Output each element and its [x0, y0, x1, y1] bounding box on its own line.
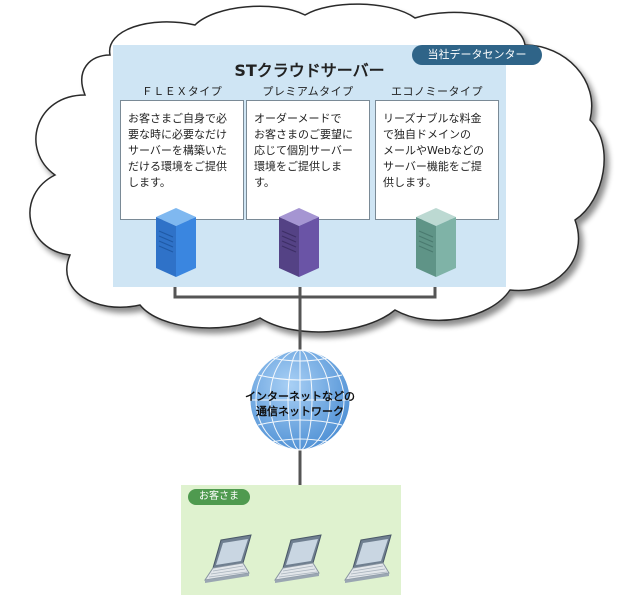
desc-line: お客さまのご要望に: [254, 128, 353, 141]
customer-devices: [203, 534, 392, 583]
plan-name-premium: プレミアムタイプ: [262, 85, 354, 98]
plan-name-economy: エコノミータイプ: [391, 85, 483, 98]
network-label: インターネットなどの 通信ネットワーク: [230, 389, 370, 419]
server-icon: [156, 208, 196, 277]
desc-line: 環境をご提供しま: [254, 160, 342, 173]
plan-name-flex: ＦＬＥＸタイプ: [141, 85, 223, 98]
plan-description-premium: オーダーメードで お客さまのご要望に 応じて個別サーバー 環境をご提供しま す。: [246, 100, 370, 220]
desc-line: す。: [254, 176, 275, 189]
plan-description-economy: リーズナブルな料金 で独自ドメインの メールやWebなどの サーバー機能をご提 …: [375, 100, 499, 220]
service-title: STクラウドサーバー: [234, 61, 385, 80]
customer-badge: お客さま: [188, 489, 250, 505]
desc-line: メールやWebなどの: [383, 144, 484, 157]
laptop-icon: [343, 534, 392, 583]
datacenter-badge: 当社データセンター: [412, 45, 542, 65]
desc-line: で独自ドメインの: [383, 128, 471, 141]
laptop-icon: [203, 534, 252, 583]
network-label-line: 通信ネットワーク: [256, 405, 344, 418]
desc-line: サーバー機能をご提: [383, 160, 482, 173]
laptop-icon: [273, 534, 322, 583]
desc-line: 供します。: [383, 176, 437, 189]
desc-line: 要な時に必要なだけ: [128, 128, 227, 141]
desc-line: オーダーメードで: [254, 112, 342, 125]
desc-line: だける環境をご提供: [128, 160, 227, 173]
desc-line: 応じて個別サーバー: [254, 144, 353, 157]
desc-line: します。: [128, 176, 171, 189]
desc-line: リーズナブルな料金: [383, 112, 482, 125]
network-label-line: インターネットなどの: [245, 390, 355, 403]
desc-line: サーバーを構築いた: [128, 144, 227, 157]
desc-line: お客さまご自身で必: [128, 112, 227, 125]
server-icon: [279, 208, 319, 277]
globe-icon: [249, 349, 351, 451]
server-icon: [416, 208, 456, 277]
plan-description-flex: お客さまご自身で必 要な時に必要なだけ サーバーを構築いた だける環境をご提供 …: [120, 100, 244, 220]
